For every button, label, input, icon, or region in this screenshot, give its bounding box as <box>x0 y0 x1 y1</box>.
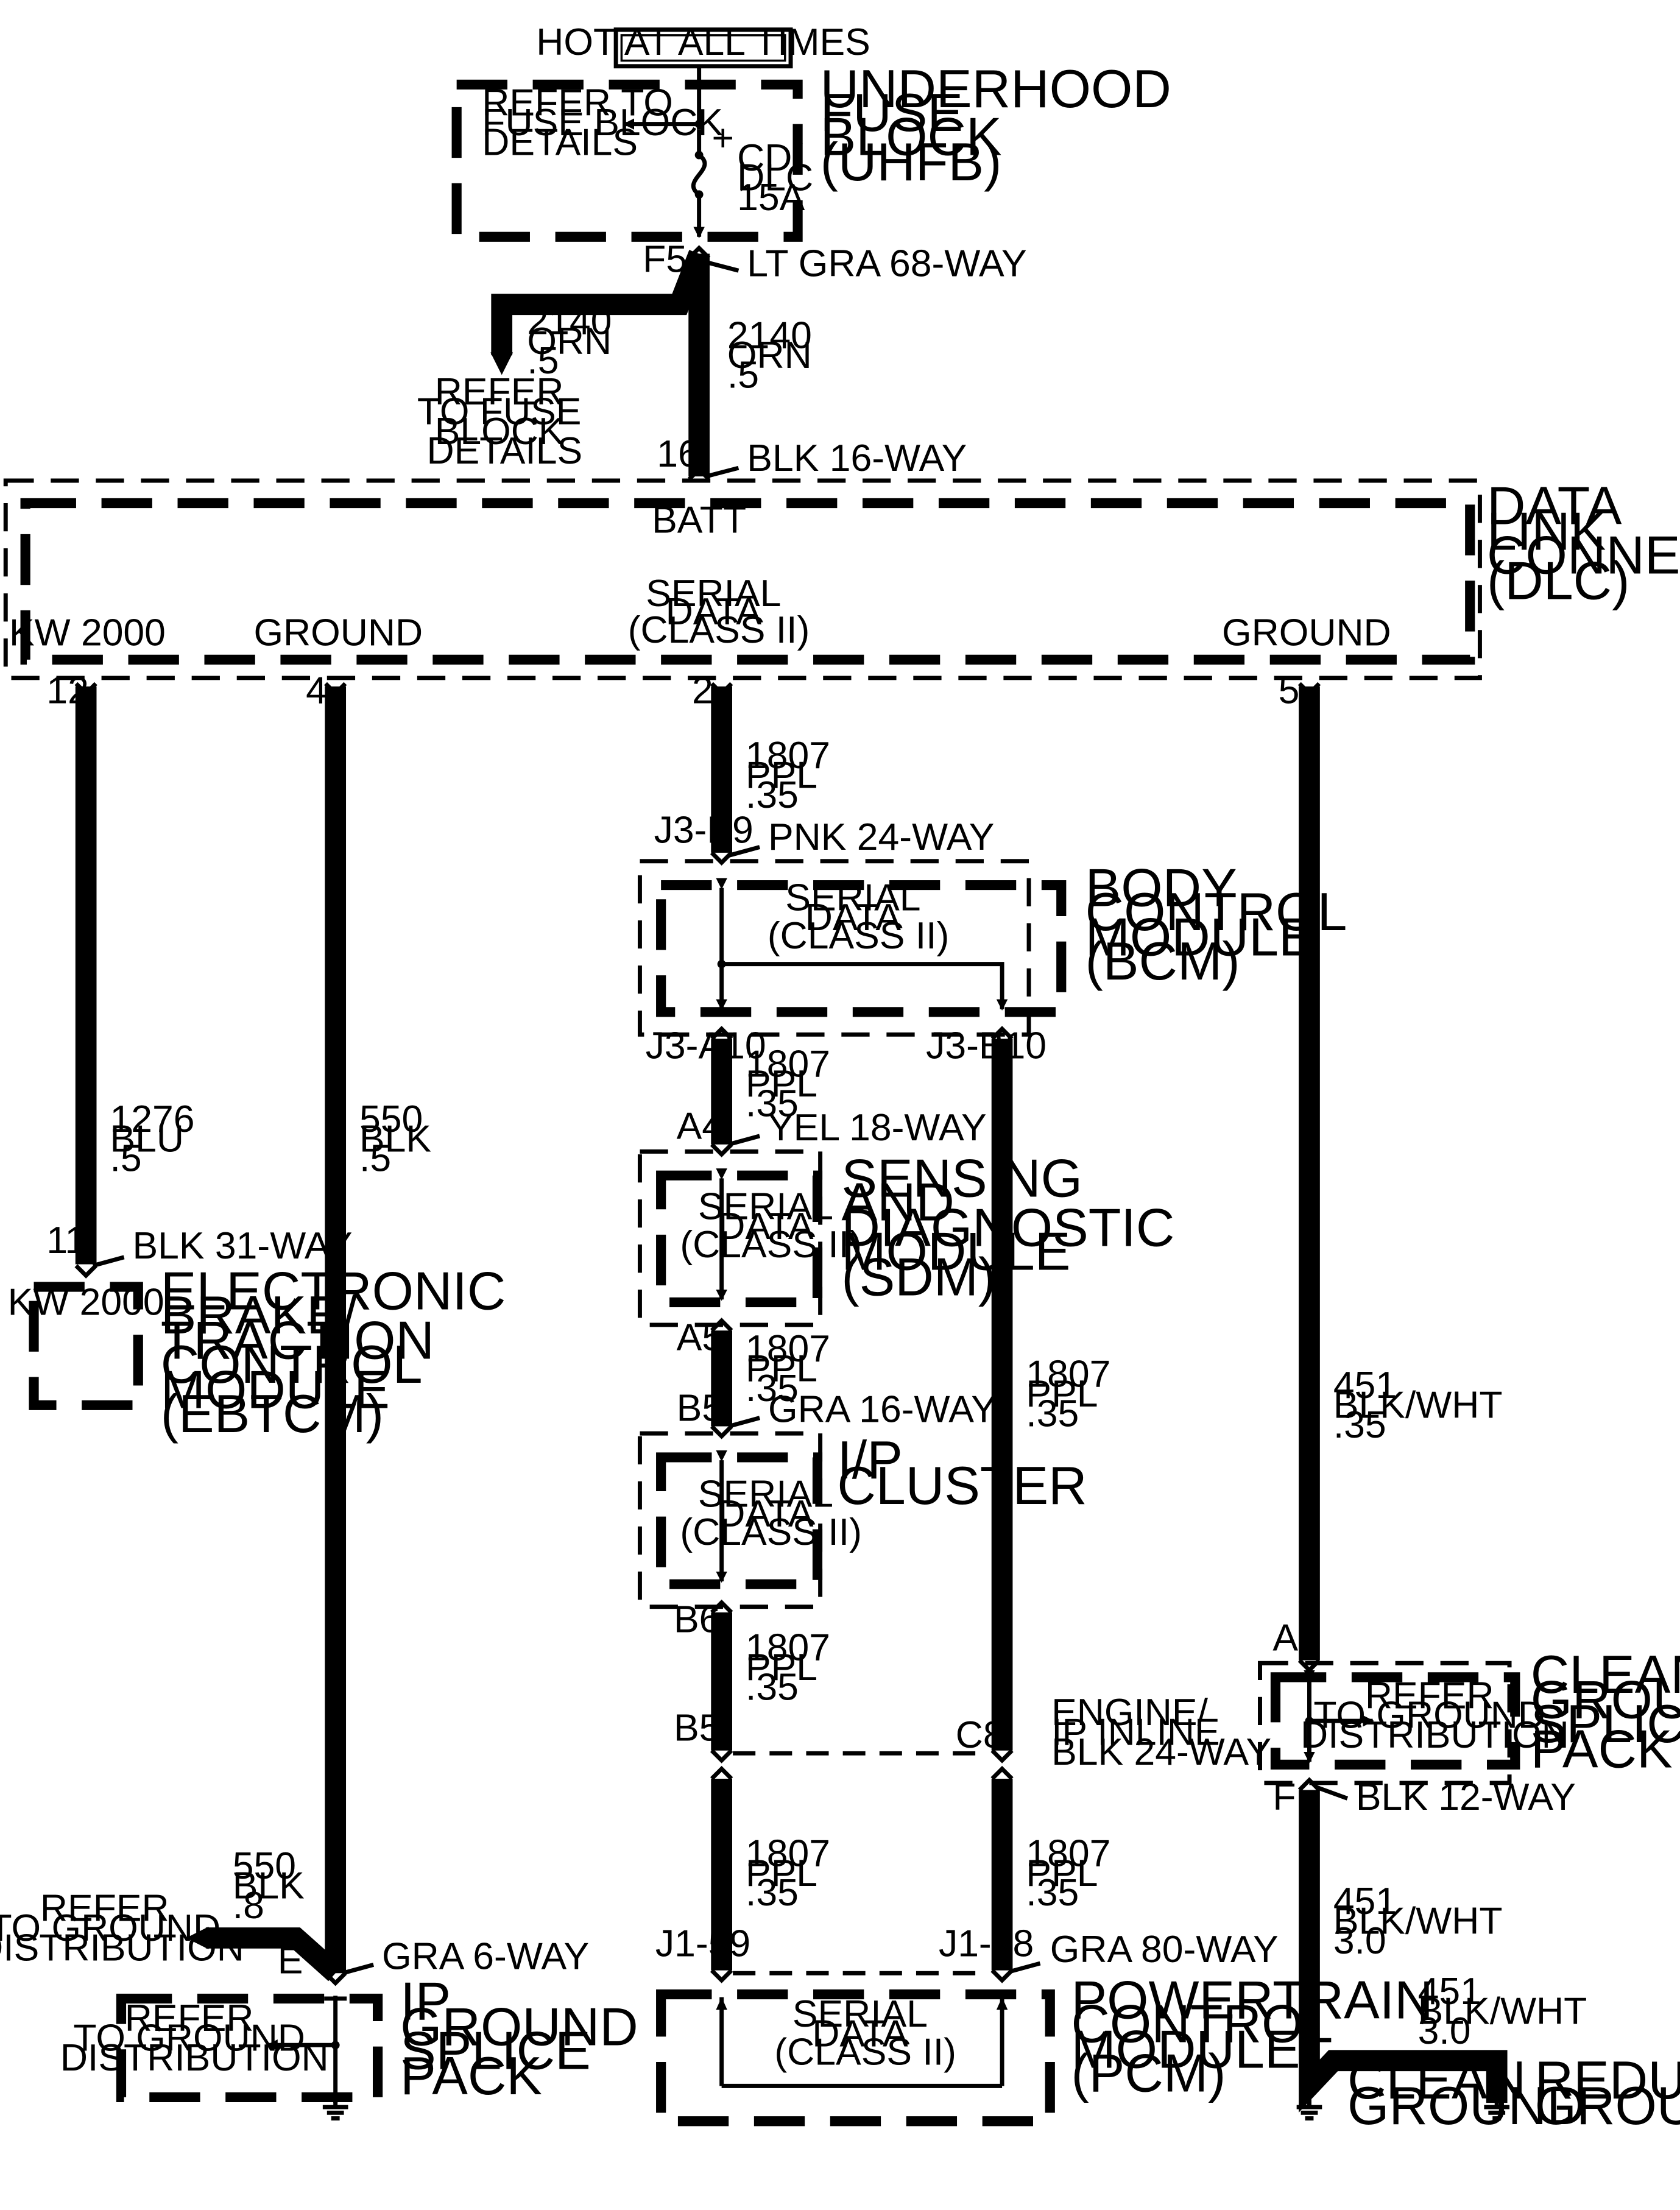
ebtcm-title: ELECTRONIC BRAKE/ TRACTION CONTROL MODUL… <box>161 1260 521 1443</box>
ebtcm: 11 BLK 31-WAY KW 2000 ELECTRONIC BRAKE/ … <box>8 1219 521 1444</box>
refer-fuse-block-text: REFER TO FUSE BLOCK DETAILS <box>417 370 592 472</box>
svg-text:11: 11 <box>46 1219 86 1262</box>
svg-text:F5: F5 <box>643 238 687 281</box>
svg-text:J1-58: J1-58 <box>939 1922 1034 1965</box>
wire-1807-sdm-ip-label: 1807 PPL .35 <box>746 1327 841 1410</box>
underhood-fuse-block: + REFER TO FUSE BLOCK DETAILS CD/ DLC 15… <box>451 58 1187 242</box>
refer-ground-left: REFER TO GROUND DISTRIBUTION <box>0 1887 244 1969</box>
data-link-connector: 16 BLK 16-WAY BATT KW 2000 GROUND SERIAL… <box>3 432 1680 712</box>
svg-text:2: 2 <box>692 669 713 712</box>
svg-text:PNK 24-WAY: PNK 24-WAY <box>768 816 994 858</box>
ipc-serial-data: SERIAL DATA (CLASS II) <box>680 1472 862 1553</box>
svg-text:J3-B10: J3-B10 <box>926 1025 1046 1067</box>
powertrain-control-module: J1-59 J1-58 GRA 80-WAY SERIAL DATA (CLAS… <box>655 1922 1448 2127</box>
wire-451-redundant-label: 451 BLK/WHT 3.0 <box>1418 1970 1598 2052</box>
svg-text:KW 2000: KW 2000 <box>8 1281 164 1324</box>
wire-1807-bcm-sdm-label: 1807 PPL .35 <box>746 1043 841 1125</box>
pcm-serial-data: SERIAL DATA (CLASS II) <box>774 1993 956 2073</box>
svg-text:E: E <box>278 1939 303 1982</box>
wire-451-top-label: 451 BLK/WHT .35 <box>1333 1364 1513 1446</box>
svg-text:BATT: BATT <box>652 499 746 542</box>
svg-text:A4: A4 <box>677 1105 723 1148</box>
wire-1807-top-label: 1807 PPL .35 <box>746 734 841 816</box>
clean-splice-title: CLEAN GROUND SPLICE PACK <box>1531 1644 1680 1779</box>
hot-at-all-times-label: HOT AT ALL TIMES <box>536 21 870 69</box>
wire-1807-pcm-left-label: 1807 PPL .35 <box>746 1832 841 1914</box>
sdm-serial-data: SERIAL DATA (CLASS II) <box>680 1185 862 1265</box>
svg-text:C8: C8 <box>956 1714 1004 1756</box>
wire-2140-left-label: 2140 ORN .5 <box>527 300 622 382</box>
connector-f5: F5 LT GRA 68-WAY <box>643 238 1027 285</box>
svg-text:KW 2000: KW 2000 <box>9 612 166 654</box>
fuse-label: CD/ DLC 15A <box>737 136 824 219</box>
svg-text:4: 4 <box>306 669 327 712</box>
redundant-ground-symbol <box>1484 2100 1510 2121</box>
ip-splice-refer: REFER TO GROUND DISTRIBUTION <box>60 1997 329 2079</box>
svg-text:BLK 31-WAY: BLK 31-WAY <box>132 1224 352 1267</box>
svg-text:GROUND: GROUND <box>253 612 423 654</box>
svg-text:BLK 16-WAY: BLK 16-WAY <box>747 437 967 479</box>
wire-1807-right-long-label: 1807 PPL .35 <box>1026 1353 1121 1435</box>
body-control-module: J3-B9 PNK 24-WAY SERIAL DATA (CLASS II) … <box>637 809 1362 1067</box>
wire-1807-ip-inline-label: 1807 PPL .35 <box>746 1626 841 1709</box>
clean-ground-label: CLEAN GROUND <box>1347 2050 1586 2136</box>
svg-text:GRA 16-WAY: GRA 16-WAY <box>768 1388 997 1431</box>
bcm-title: BODY CONTROL MODULE (BCM) <box>1085 858 1362 991</box>
svg-text:+: + <box>711 117 733 160</box>
ground-symbol-ip <box>322 2097 348 2121</box>
wire-2140-right-label: 2140 ORN .5 <box>727 314 822 397</box>
svg-text:GRA 6-WAY: GRA 6-WAY <box>382 1935 589 1977</box>
wire-550-label: 550 BLK .5 <box>359 1098 442 1180</box>
inline-connector-label: ENGINE/ IP INLINE BLK 24-WAY <box>1051 1691 1271 1773</box>
wire-451-bottom <box>1299 1790 1508 2113</box>
svg-text:16: 16 <box>657 432 699 475</box>
svg-text:F: F <box>1272 1776 1296 1818</box>
wire-1807-pcm-right-label: 1807 PPL .35 <box>1026 1832 1121 1914</box>
svg-text:A: A <box>1272 1616 1298 1659</box>
engine-ip-inline-connector: B5 C8 ENGINE/ IP INLINE BLK 24-WAY <box>674 1691 1271 1781</box>
bcm-serial-data: SERIAL DATA (CLASS II) <box>768 877 950 957</box>
pcm-title: POWERTRAIN CONTROL MODULE (PCM) <box>1071 1969 1448 2103</box>
dlc-serial-data: SERIAL DATA (CLASS II) <box>628 572 810 651</box>
wire-1276-label: 1276 BLU .5 <box>110 1098 205 1180</box>
ipc-title: I/P CLUSTER <box>837 1430 1087 1516</box>
svg-text:LT GRA 68-WAY: LT GRA 68-WAY <box>747 242 1026 285</box>
svg-text:J3-A10: J3-A10 <box>646 1025 766 1067</box>
sensing-diagnostic-module: A4 YEL 18-WAY SERIAL DATA (CLASS II) SEN… <box>637 1105 1189 1359</box>
svg-text:GRA 80-WAY: GRA 80-WAY <box>1050 1928 1279 1971</box>
svg-text:5: 5 <box>1279 669 1300 712</box>
ip-splice-title: IP GROUND SPLICE PACK <box>400 1971 653 2106</box>
uhfb-title: UNDERHOOD FUSE BLOCK (UHFB) <box>821 58 1187 192</box>
svg-text:J3-B9: J3-B9 <box>654 809 754 852</box>
dlc-title: DATA LINK CONNECTOR (DLC) <box>1487 476 1680 611</box>
svg-text:BLK 12-WAY: BLK 12-WAY <box>1356 1776 1576 1818</box>
clean-splice-refer: REFER TO GROUND DISTRIBUTION <box>1301 1674 1569 1756</box>
wire-550-branch <box>205 1927 343 1982</box>
clean-ground-splice-pack: A REFER TO GROUND DISTRIBUTION CLEAN GRO… <box>1258 1616 1680 1818</box>
sdm-title: SENSING AND DIAGNOSTIC MODULE (SDM) <box>841 1148 1189 1307</box>
svg-text:B5: B5 <box>674 1707 720 1749</box>
svg-text:B5: B5 <box>677 1386 723 1429</box>
uhfb-refer-text: REFER TO FUSE BLOCK DETAILS <box>482 82 733 164</box>
clean-ground-symbol <box>1296 2086 1322 2121</box>
svg-text:HOT AT ALL TIMES: HOT AT ALL TIMES <box>536 21 870 63</box>
wire-451-bottom-label: 451 BLK/WHT 3.0 <box>1333 1880 1513 1962</box>
ip-ground-splice-pack: E GRA 6-WAY REFER TO GROUND DISTRIBUTION… <box>60 1935 653 2121</box>
ip-cluster: B5 GRA 16-WAY SERIAL DATA (CLASS II) I/P… <box>637 1386 1087 1640</box>
wire-550-branch-label: 550 BLK .8 <box>233 1845 315 1927</box>
svg-text:GROUND: GROUND <box>1222 612 1391 654</box>
svg-text:J1-59: J1-59 <box>655 1922 750 1965</box>
svg-text:YEL 18-WAY: YEL 18-WAY <box>768 1106 987 1149</box>
redundant-ground-label: REDUNDANT GROUND <box>1535 2050 1680 2136</box>
